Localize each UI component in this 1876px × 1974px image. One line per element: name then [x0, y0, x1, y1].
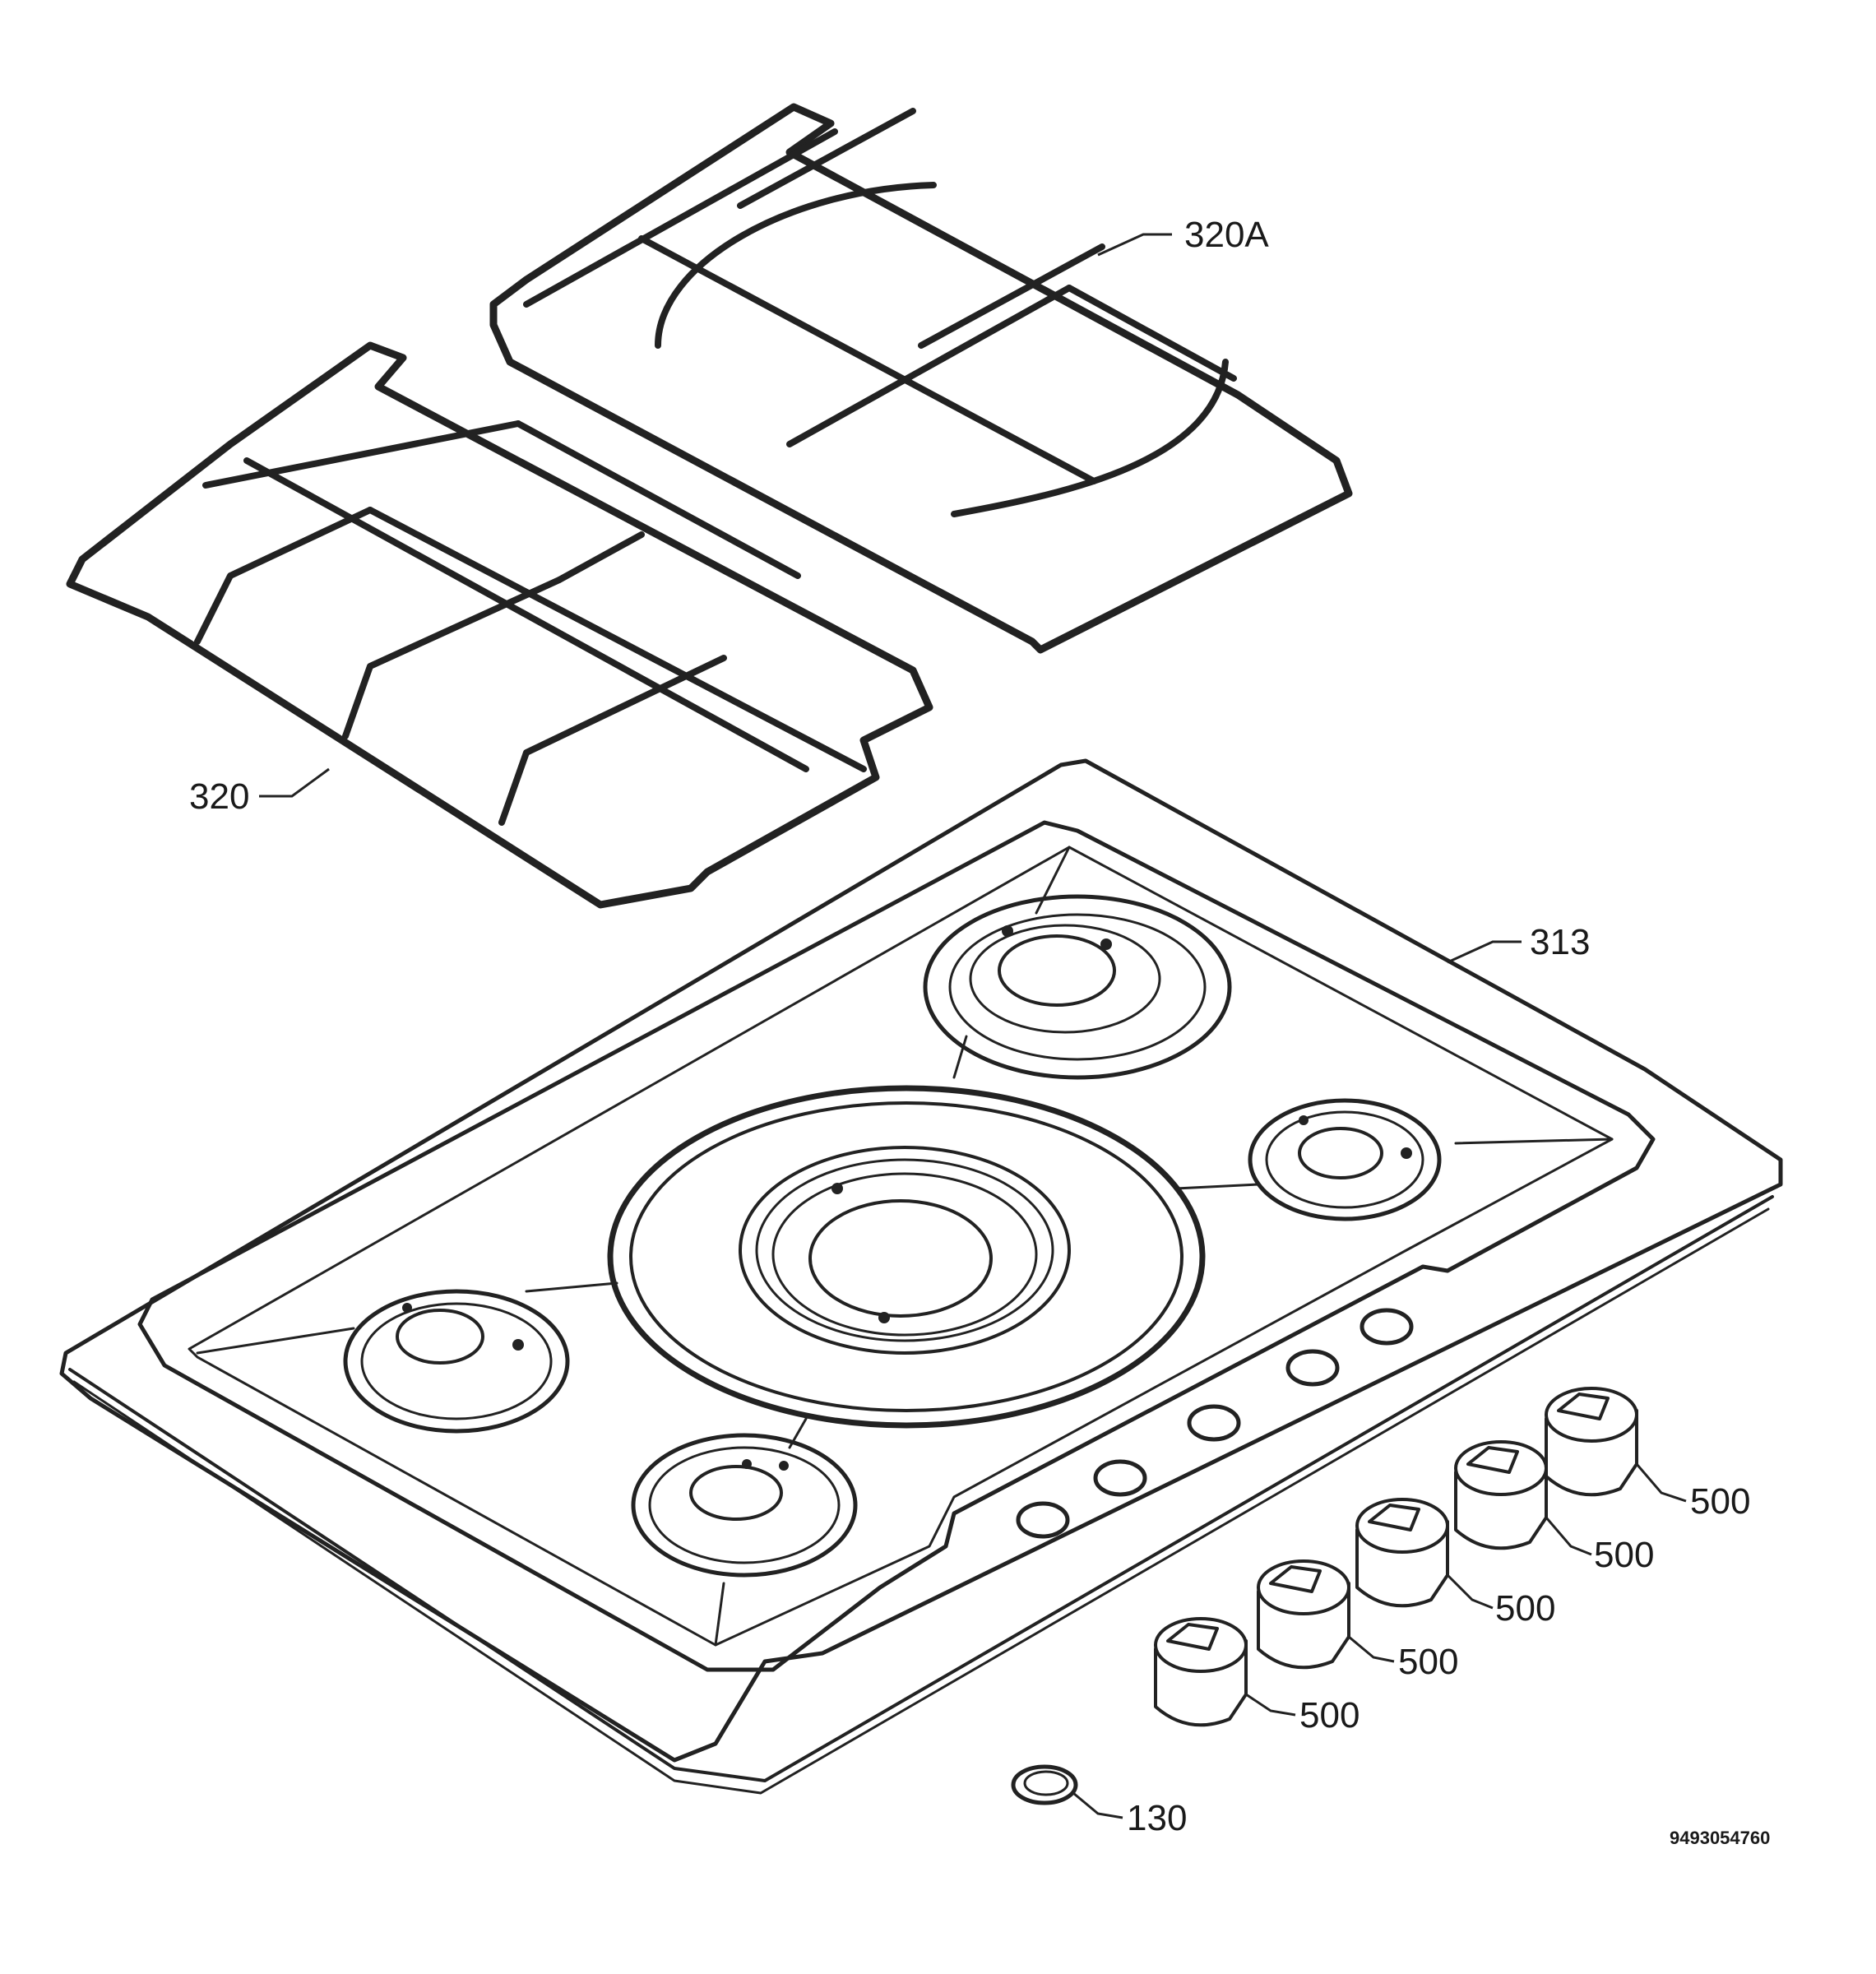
leader-320a [1097, 233, 1172, 257]
burner-center-wok [607, 1085, 1206, 1429]
grommet-130 [1011, 1764, 1078, 1805]
burner-right-small [1248, 1098, 1442, 1221]
knob-part-1 [1154, 1617, 1248, 1727]
leader-500-2 [1348, 1635, 1395, 1663]
burner-left-middle [343, 1289, 570, 1434]
knob-hole-2 [1093, 1459, 1147, 1497]
burner-rear-right [923, 894, 1232, 1080]
label-130: 130 [1127, 1798, 1187, 1838]
leader-500-4 [1545, 1517, 1592, 1556]
knob-part-4 [1454, 1440, 1548, 1550]
knob-part-2 [1257, 1559, 1350, 1670]
label-500-4: 500 [1594, 1535, 1654, 1575]
leader-500-5 [1635, 1463, 1687, 1503]
label-320a: 320A [1184, 215, 1269, 255]
grate-320a [489, 103, 1353, 654]
label-313: 313 [1530, 922, 1590, 962]
knob-hole-3 [1187, 1404, 1241, 1442]
grate-320 [66, 341, 933, 909]
label-500-5: 500 [1690, 1481, 1750, 1522]
document-number: 9493054760 [1670, 1828, 1770, 1848]
label-320: 320 [189, 776, 249, 817]
knob-hole-4 [1285, 1349, 1340, 1387]
label-500-1: 500 [1299, 1695, 1360, 1735]
knob-hole-5 [1360, 1308, 1414, 1346]
knob-part-3 [1355, 1498, 1449, 1608]
burner-front-left [631, 1433, 858, 1578]
label-500-2: 500 [1398, 1642, 1458, 1682]
leader-320 [259, 767, 330, 798]
knob-hole-1 [1016, 1501, 1070, 1539]
knob-part-5 [1545, 1387, 1638, 1497]
leader-313 [1447, 940, 1522, 964]
leader-500-1 [1245, 1693, 1296, 1717]
label-500-3: 500 [1495, 1588, 1555, 1629]
leader-500-3 [1446, 1573, 1494, 1610]
hob-top-313 [59, 758, 1783, 1795]
leader-130 [1072, 1791, 1123, 1819]
